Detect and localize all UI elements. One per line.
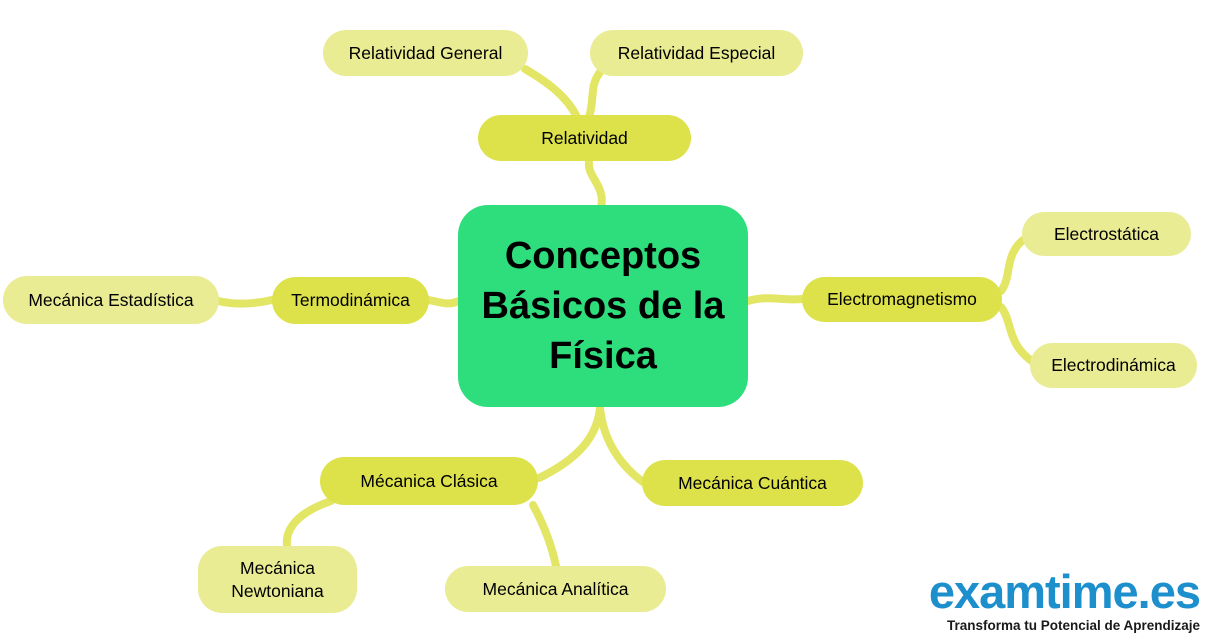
node-conceptos-basicos-fisica[interactable]: Conceptos Básicos de la Física — [458, 205, 748, 407]
node-electrostatica[interactable]: Electrostática — [1022, 212, 1191, 256]
connector-electromagnetismo-electrodinamica — [997, 303, 1037, 366]
node-mecanica-clasica[interactable]: Mécanica Clásica — [320, 457, 538, 505]
node-relatividad[interactable]: Relatividad — [478, 115, 691, 161]
connector-termodinamica-estadistica — [214, 296, 276, 308]
node-relatividad-especial[interactable]: Relatividad Especial — [590, 30, 803, 76]
node-electrodinamica[interactable]: Electrodinámica — [1030, 343, 1197, 388]
connector-center-relatividad — [584, 158, 606, 212]
node-mecanica-analitica[interactable]: Mecánica Analítica — [445, 566, 666, 612]
connector-relatividad-especial — [585, 67, 605, 121]
examtime-logo: examtime.es — [928, 565, 1201, 618]
node-mecanica-estadistica[interactable]: Mecánica Estadística — [3, 276, 219, 324]
node-mecanica-newtoniana[interactable]: Mecánica Newtoniana — [198, 546, 357, 613]
connector-clasica-newtoniana — [282, 497, 335, 550]
connector-center-clasica — [535, 404, 604, 482]
connector-electromagnetismo-electrostatica — [997, 236, 1027, 295]
connector-center-cuantica — [596, 404, 647, 486]
connector-center-electromagnetismo — [744, 294, 806, 305]
connector-clasica-analitica — [529, 501, 560, 570]
node-termodinamica[interactable]: Termodinámica — [272, 277, 429, 324]
node-relatividad-general[interactable]: Relatividad General — [323, 30, 528, 76]
node-mecanica-cuantica[interactable]: Mecánica Cuántica — [642, 460, 863, 506]
connector-relatividad-general — [521, 65, 581, 121]
node-electromagnetismo[interactable]: Electromagnetismo — [802, 277, 1002, 322]
brand-tagline: Transforma tu Potencial de Aprendizaje — [946, 618, 1200, 633]
connector-center-termodinamica — [424, 296, 463, 308]
brand-footer: examtime.es Transforma tu Potencial de A… — [928, 565, 1201, 633]
